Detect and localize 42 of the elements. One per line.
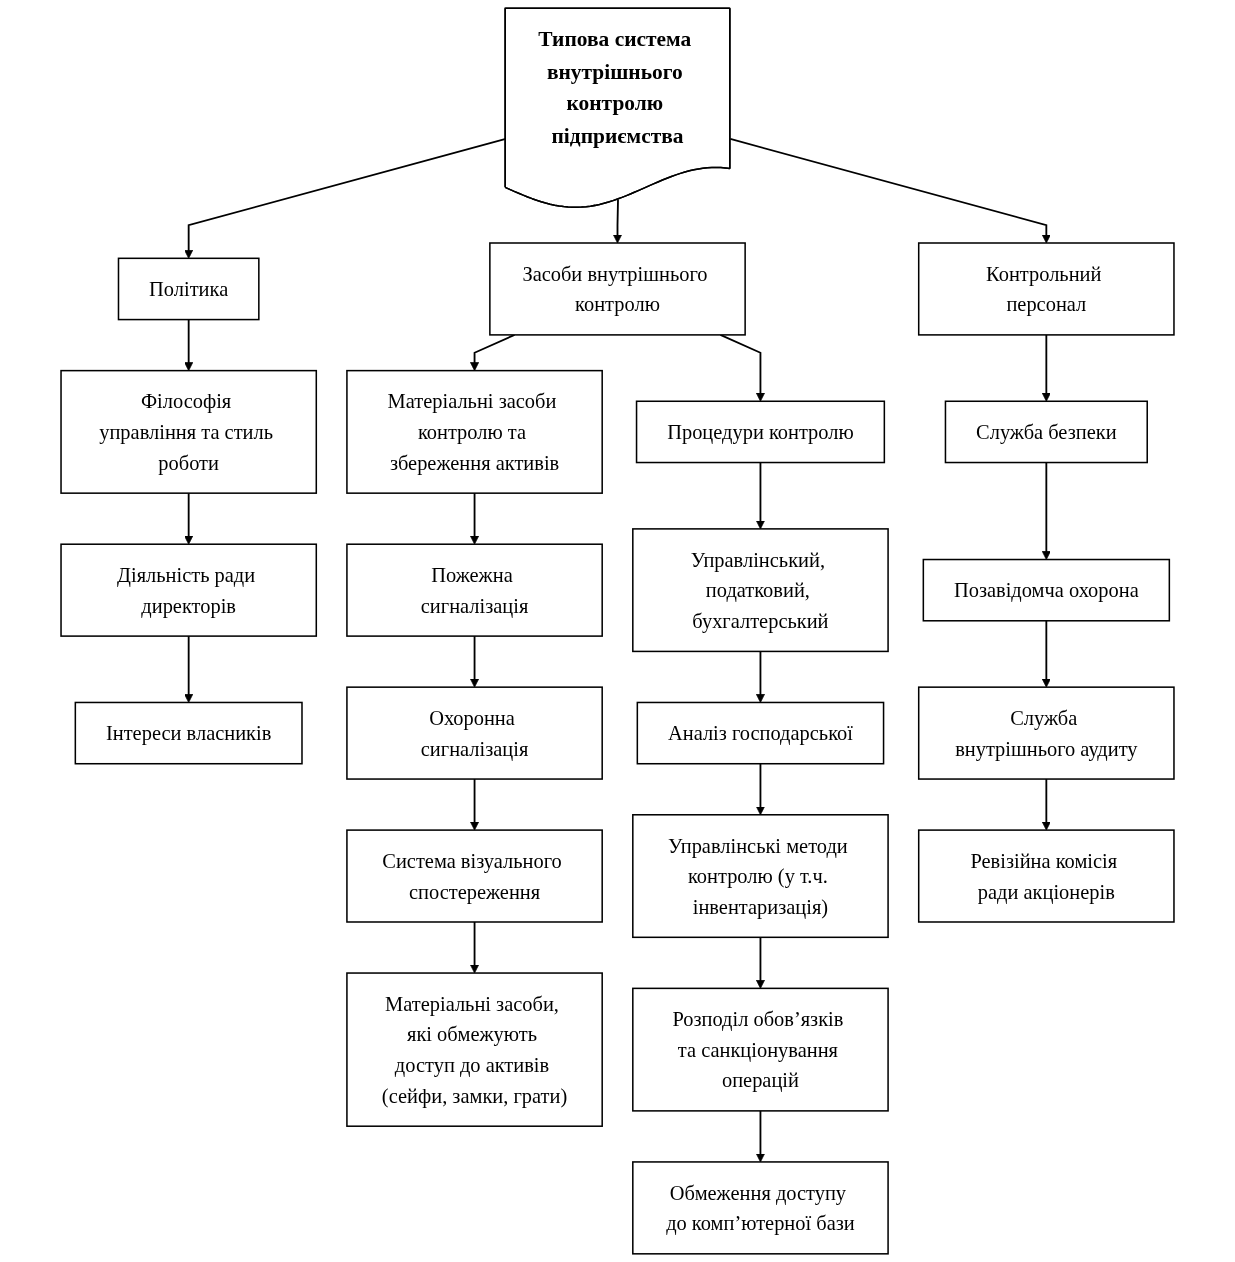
arrow: [755, 936, 765, 989]
arrow: [184, 138, 507, 259]
node-box: Система візуального спостереження: [346, 829, 603, 923]
node-box: Діяльність ради директорів: [60, 543, 318, 637]
node-box: Інтереси власників: [74, 701, 303, 765]
arrow: [470, 921, 480, 974]
node-box: Ревізійна комісія ради акціонерів: [917, 829, 1175, 923]
arrow: [755, 762, 765, 816]
node-box: Аналіз господарської: [636, 701, 885, 765]
arrow: [1041, 461, 1051, 560]
node-box: Контрольний персонал: [917, 242, 1175, 336]
arrow: [1041, 333, 1051, 402]
node-box: Розподіл обов’язків та санкціонування операцій: [632, 987, 889, 1112]
arrow: [755, 650, 765, 703]
node-box: Охоронна сигналізація: [346, 686, 603, 780]
node-box: Філософія управління та стиль роботи: [60, 369, 318, 494]
node-box: Обмеження доступу до комп’ютерної бази: [632, 1161, 889, 1255]
arrow: [470, 778, 480, 831]
node-box: Служба безпеки: [944, 400, 1148, 464]
node-box: Пожежна сигналізація: [346, 543, 603, 637]
arrow: [1041, 778, 1051, 831]
arrow: [184, 318, 194, 372]
arrow: [755, 1109, 765, 1163]
arrow: [470, 333, 516, 372]
node-box: Політика: [117, 257, 260, 321]
node-box: Служба внутрішнього аудиту: [917, 686, 1175, 780]
node-box: Засоби внутрішнього контролю: [489, 242, 746, 336]
node-box: Управлінський, податковий, бухгалтерський: [632, 528, 889, 653]
arrow: [719, 333, 765, 402]
arrow: [613, 198, 622, 244]
node-box: Управлінські методи контролю (у т.ч. інвентаризація): [632, 814, 889, 939]
node-box: Матеріальні засоби контролю та збереження активів: [346, 369, 603, 494]
arrow: [184, 492, 194, 545]
arrow: [729, 138, 1051, 244]
arrow: [755, 461, 765, 530]
node-box: Матеріальні засоби, які обмежують доступ до активів (сейфи, замки, грати): [346, 972, 603, 1127]
arrow: [184, 635, 194, 703]
node-box: Позавідомча охорона: [922, 558, 1171, 622]
node-box: Процедури контролю: [635, 400, 886, 464]
arrow: [1041, 619, 1051, 688]
arrow: [470, 635, 480, 688]
arrow: [470, 492, 480, 545]
